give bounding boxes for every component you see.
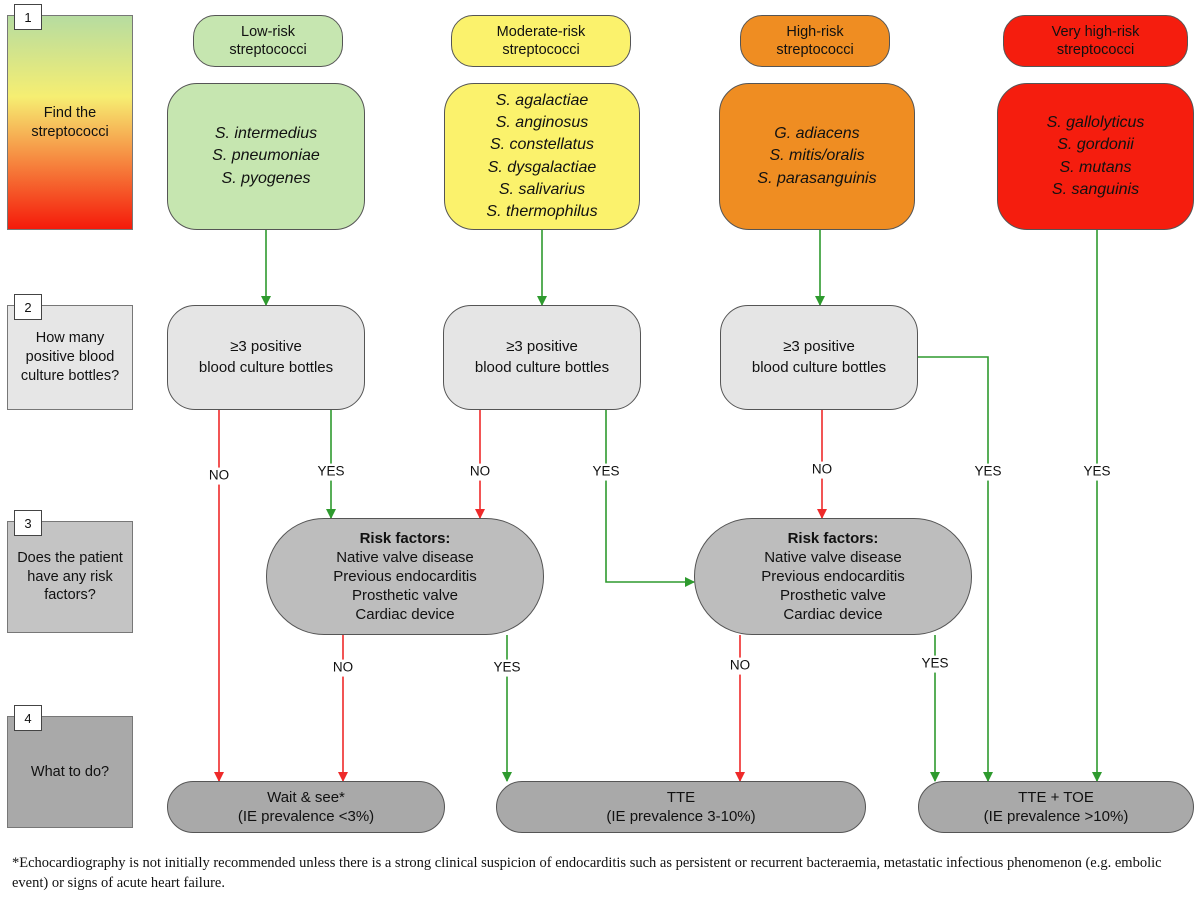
low-risk-species-box: S. intermedius S. pneumoniae S. pyogenes	[167, 83, 365, 230]
high-risk-label: High-risk streptococci	[740, 15, 890, 67]
very-high-risk-species-box: S. gallolyticus S. gordonii S. mutans S.…	[997, 83, 1194, 230]
moderate-risk-species-box: S. agalactiae S. anginosus S. constellat…	[444, 83, 640, 230]
species-name: S. pneumoniae	[212, 147, 320, 165]
yes-label: YES	[972, 463, 1004, 481]
species-name: S. constellatus	[489, 136, 595, 154]
step-1-number: 1	[14, 4, 42, 30]
no-label: NO	[727, 657, 753, 675]
no-label: NO	[809, 461, 835, 479]
step-4-number: 4	[14, 705, 42, 731]
step-2-number: 2	[14, 294, 42, 320]
step-2-text: How many positive blood culture bottles?	[20, 330, 120, 384]
risk-factors-node-right: Risk factors: Native valve disease Previ…	[694, 518, 972, 635]
outcome-wait-and-see: Wait & see* (IE prevalence <3%)	[167, 781, 445, 833]
species-name: S. pyogenes	[221, 169, 311, 187]
step-3-box: Does the patient have any risk factors?	[7, 521, 133, 633]
high-risk-species-box: G. adiacens S. mitis/oralis S. parasangu…	[719, 83, 915, 230]
step-4-text: What to do?	[30, 763, 110, 780]
risk-factor-item: Cardiac device	[783, 606, 883, 624]
no-label: NO	[330, 659, 356, 677]
yes-label: YES	[919, 655, 951, 673]
arrow-moderate-yes	[605, 410, 695, 587]
yes-label: YES	[590, 463, 622, 481]
species-name: S. thermophilus	[486, 202, 598, 220]
no-label: NO	[206, 467, 232, 485]
moderate-risk-label: Moderate-risk streptococci	[451, 15, 631, 67]
risk-factor-item: Native valve disease	[336, 548, 474, 566]
footnote: *Echocardiography is not initially recom…	[12, 855, 1162, 892]
step-3-text: Does the patient have any risk factors?	[17, 549, 123, 604]
species-name: S. mitis/oralis	[769, 147, 865, 165]
species-name: S. gordonii	[1057, 136, 1134, 154]
risk-factor-item: Cardiac device	[355, 606, 455, 624]
risk-factor-item: Previous endocarditis	[761, 567, 905, 585]
risk-factors-node-left: Risk factors: Native valve disease Previ…	[266, 518, 544, 635]
outcome-tte-toe: TTE + TOE (IE prevalence >10%)	[918, 781, 1194, 833]
yes-label: YES	[1081, 463, 1113, 481]
no-label: NO	[467, 463, 493, 481]
species-name: S. sanguinis	[1051, 180, 1140, 198]
species-name: G. adiacens	[774, 125, 860, 143]
species-name: S. mutans	[1059, 158, 1132, 176]
risk-factors-title: Risk factors:	[787, 529, 879, 547]
step-2-box: How many positive blood culture bottles?	[7, 305, 133, 410]
step-4-box: What to do?	[7, 716, 133, 828]
blood-culture-node-moderate: ≥3 positive blood culture bottles	[443, 305, 641, 410]
step-1-box: Find the streptococci	[7, 15, 133, 230]
species-name: S. anginosus	[495, 114, 589, 132]
very-high-risk-label: Very high-risk streptococci	[1003, 15, 1188, 67]
outcome-tte: TTE (IE prevalence 3-10%)	[496, 781, 866, 833]
low-risk-label: Low-risk streptococci	[193, 15, 343, 67]
species-name: S. salivarius	[498, 180, 586, 198]
blood-culture-node-high: ≥3 positive blood culture bottles	[720, 305, 918, 410]
yes-label: YES	[491, 659, 523, 677]
risk-factor-item: Native valve disease	[764, 548, 902, 566]
species-name: S. gallolyticus	[1046, 114, 1145, 132]
species-name: S. agalactiae	[495, 92, 589, 110]
blood-culture-node-low: ≥3 positive blood culture bottles	[167, 305, 365, 410]
species-name: S. dysgalactiae	[487, 158, 597, 176]
risk-factor-item: Previous endocarditis	[333, 567, 477, 585]
arrow-high-yes	[918, 356, 993, 782]
yes-label: YES	[315, 463, 347, 481]
species-name: S. parasanguinis	[757, 169, 877, 187]
step-1-text: Find the streptococci	[31, 104, 109, 140]
risk-factors-title: Risk factors:	[359, 529, 451, 547]
risk-factor-item: Prosthetic valve	[352, 587, 458, 605]
risk-factor-item: Prosthetic valve	[780, 587, 886, 605]
step-3-number: 3	[14, 510, 42, 536]
species-name: S. intermedius	[214, 125, 318, 143]
